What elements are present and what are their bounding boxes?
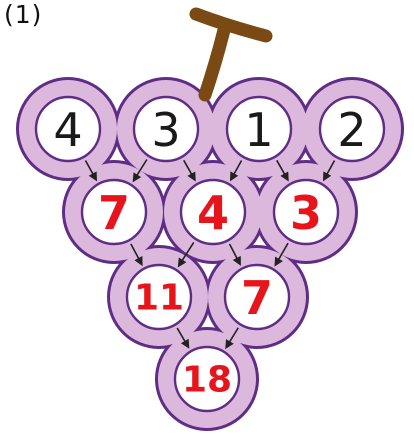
arrow-head <box>187 171 196 182</box>
arrow-head <box>229 171 239 182</box>
answer-number: 4 <box>197 186 229 240</box>
arrow-head <box>274 256 283 267</box>
answer-number: 11 <box>134 278 184 319</box>
given-number: 4 <box>53 103 82 157</box>
arrow-head <box>134 256 143 267</box>
number-circle <box>179 178 247 246</box>
answer-number: 7 <box>98 186 130 240</box>
number-circle <box>318 95 386 163</box>
grape-bunch-fill <box>19 80 401 428</box>
number-circle <box>34 95 102 163</box>
grape-stem <box>189 7 273 102</box>
arrow-head <box>132 172 142 183</box>
number-circle <box>125 263 193 331</box>
answer-number: 7 <box>241 271 273 325</box>
arrow-head <box>280 171 289 182</box>
arrow-head <box>225 339 234 350</box>
arrow-head <box>177 257 187 268</box>
arrow-head <box>88 171 98 182</box>
given-number: 1 <box>244 103 273 157</box>
given-number: 3 <box>151 103 180 157</box>
arrows <box>84 159 336 350</box>
number-circle <box>173 345 241 413</box>
answer-number: 3 <box>290 186 322 240</box>
number-circle <box>272 178 340 246</box>
arrow-head <box>180 338 190 349</box>
number-circle <box>80 178 148 246</box>
arrow-head <box>232 255 241 266</box>
number-circle <box>225 95 293 163</box>
number-circle <box>132 95 200 163</box>
answer-number: 18 <box>182 360 232 401</box>
problem-label: (1) <box>4 0 43 29</box>
given-number: 2 <box>337 103 366 157</box>
stem-stalk <box>198 23 231 102</box>
arrow-head <box>322 171 332 182</box>
number-circle <box>223 263 291 331</box>
stem-crossbar <box>189 7 273 43</box>
arrow-line <box>179 241 195 264</box>
